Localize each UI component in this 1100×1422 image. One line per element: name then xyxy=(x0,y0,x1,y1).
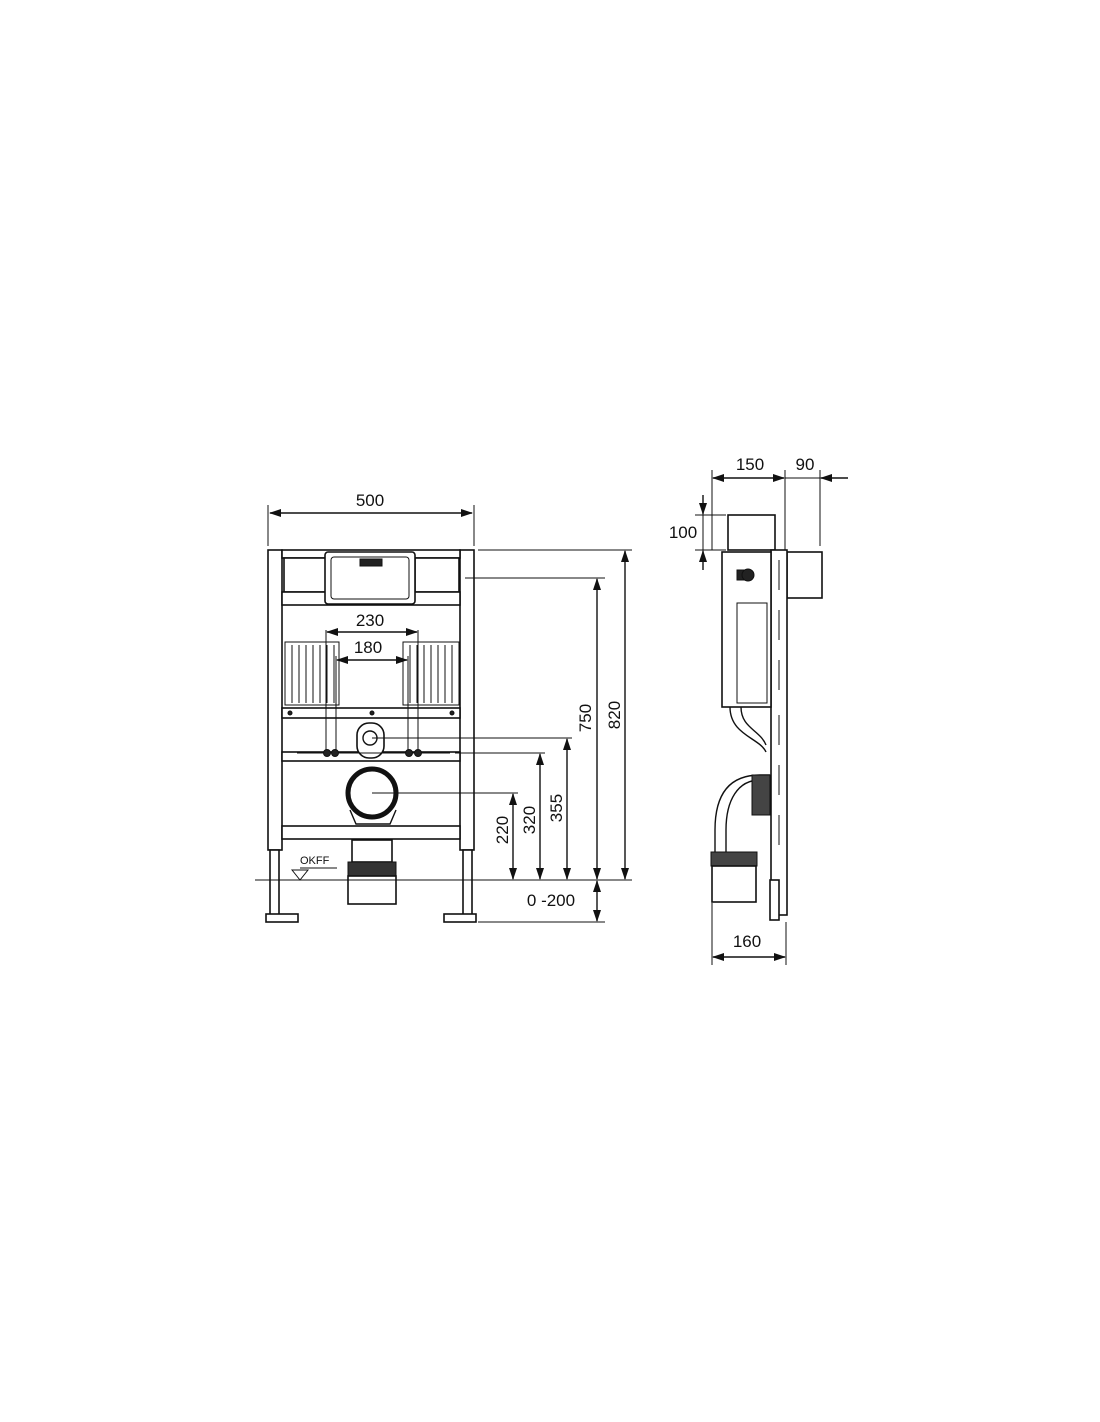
dim-820-label: 820 xyxy=(605,701,624,729)
frame xyxy=(265,549,477,923)
floor-label: OKFF xyxy=(300,855,330,867)
dim-leg-adjust-label: 0 -200 xyxy=(527,891,575,910)
dim-750-label: 750 xyxy=(576,704,595,732)
side-extension-lines xyxy=(695,470,821,965)
dim-355-label: 355 xyxy=(547,794,566,822)
dim-230-label: 230 xyxy=(356,611,384,630)
floor-level-icon xyxy=(290,869,310,881)
dim-160-label: 160 xyxy=(733,932,761,951)
flush-cistern-box xyxy=(324,551,416,605)
wall-panel-box xyxy=(786,551,823,599)
side-view: 150 90 100 160 xyxy=(669,455,848,965)
dim-width-label: 500 xyxy=(356,491,384,510)
dim-150-label: 150 xyxy=(736,455,764,474)
front-view: OKFF 500 230 180 820 750 355 320 220 0 -… xyxy=(255,491,632,923)
mounting-bolts xyxy=(297,630,450,757)
dim-180-label: 180 xyxy=(354,638,382,657)
flush-pipe xyxy=(729,706,767,753)
flush-connection xyxy=(356,722,385,759)
dim-100-label: 100 xyxy=(669,523,697,542)
dim-220-label: 220 xyxy=(493,816,512,844)
ribbed-panels xyxy=(284,641,460,706)
drain-pipe-side xyxy=(711,865,757,903)
drain-pipe xyxy=(351,839,393,863)
dim-320-label: 320 xyxy=(520,806,539,834)
actuator-box xyxy=(727,514,776,551)
dim-90-label: 90 xyxy=(796,455,815,474)
